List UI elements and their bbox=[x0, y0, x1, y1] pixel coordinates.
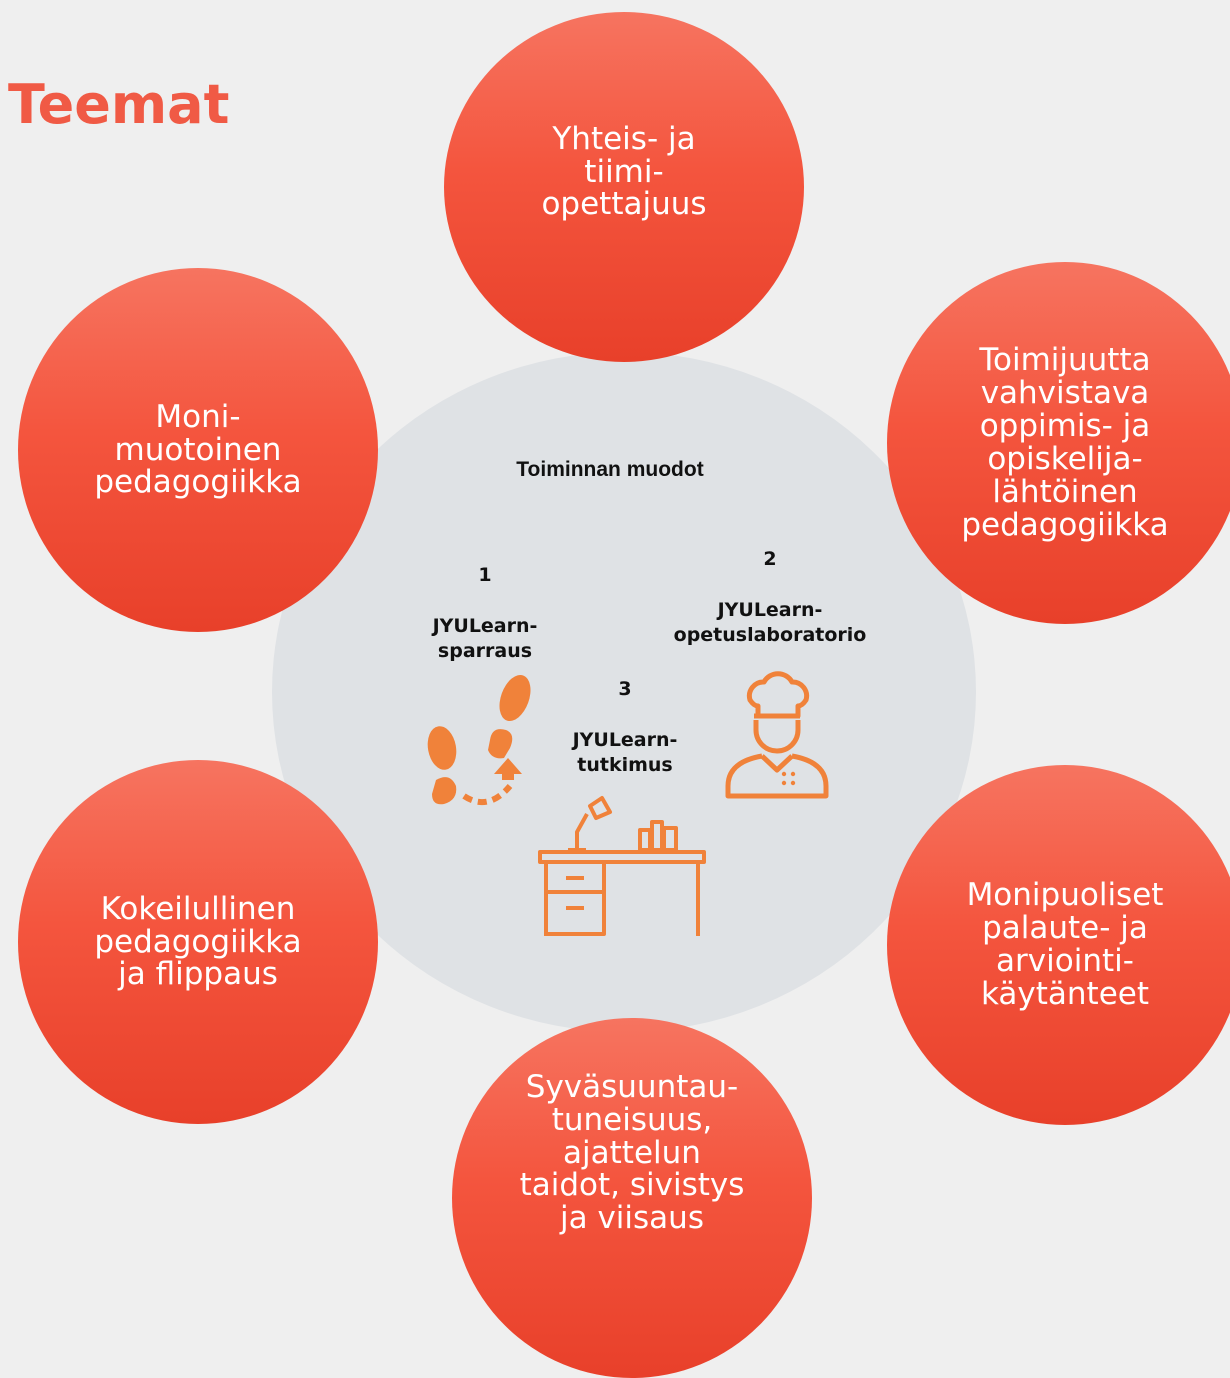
center-circle bbox=[272, 352, 976, 1032]
theme-circle-4: Syväsuuntau- tuneisuus, ajattelun taidot… bbox=[452, 1018, 812, 1378]
theme-circle-6: Moni- muotoinen pedagogiikka bbox=[18, 268, 378, 632]
form-2-label: JYULearn- opetuslaboratorio bbox=[673, 598, 867, 647]
theme-circle-1: Yhteis- ja tiimi- opettajuus bbox=[444, 12, 804, 362]
footprints-icon bbox=[427, 674, 531, 806]
form-2: 2 JYULearn- opetuslaboratorio bbox=[652, 522, 888, 648]
form-3-number: 3 bbox=[618, 678, 632, 701]
page-title: Teemat bbox=[8, 73, 230, 136]
chef-icon bbox=[725, 671, 829, 799]
form-2-number: 2 bbox=[763, 548, 777, 571]
center-heading: Toiminnan muodot bbox=[516, 458, 704, 481]
form-3-label: JYULearn- tutkimus bbox=[572, 728, 678, 777]
theme-circle-2: Toimijuutta vahvistava oppimis- ja opisk… bbox=[887, 262, 1230, 624]
theme-circle-5: Kokeilullinen pedagogiikka ja flippaus bbox=[18, 760, 378, 1124]
form-1-number: 1 bbox=[478, 564, 492, 587]
theme-circle-3: Monipuoliset palaute- ja arviointi- käyt… bbox=[887, 765, 1230, 1125]
desk-icon bbox=[538, 796, 706, 936]
form-1: 1 JYULearn- sparraus bbox=[400, 538, 570, 664]
form-1-label: JYULearn- sparraus bbox=[432, 614, 538, 663]
form-3: 3 JYULearn- tutkimus bbox=[545, 652, 705, 778]
